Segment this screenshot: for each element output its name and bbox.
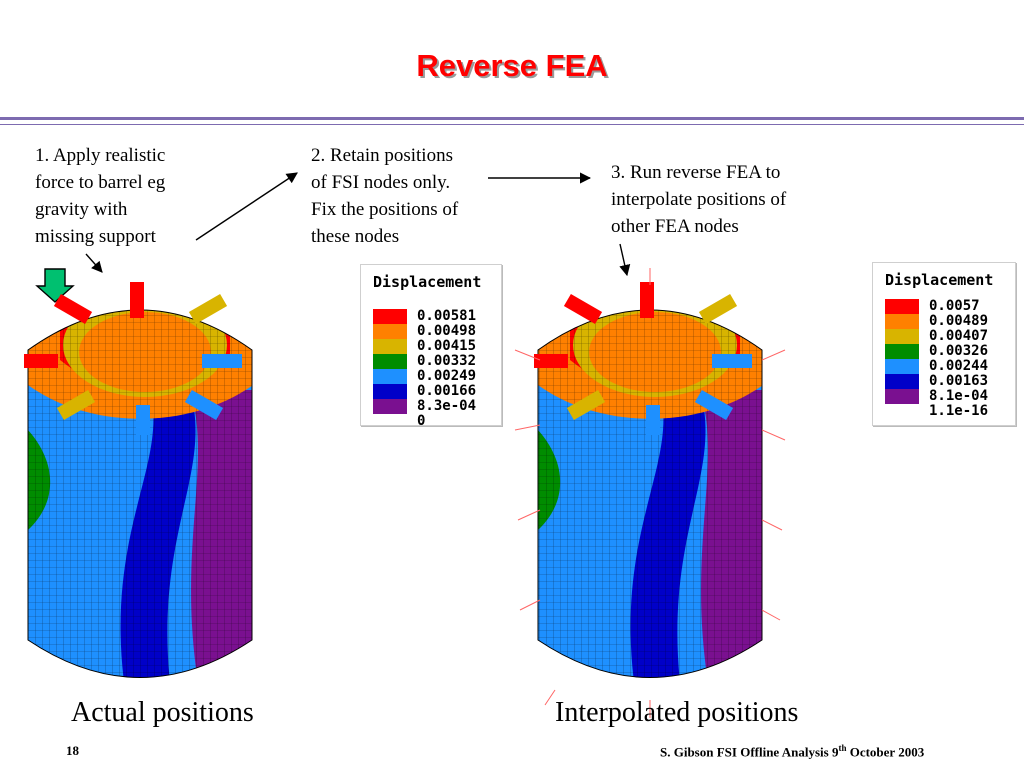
legend-value: 0.00326 (929, 343, 989, 359)
legend-value: 0.00415 (417, 338, 477, 354)
legend-swatch (373, 324, 407, 339)
footer-credit-prefix: S. Gibson FSI Offline Analysis 9 (660, 744, 839, 760)
barrel-interpolated (538, 310, 762, 678)
legend-value: 8.1e-04 (929, 388, 989, 404)
caption-actual-positions: Actual positions (71, 697, 254, 728)
step-1-line: missing support (35, 226, 156, 247)
legend-swatch (373, 369, 407, 384)
step-1-line: gravity with (35, 199, 128, 220)
arrow-step1-to-model (85, 253, 103, 273)
legend-swatch (373, 354, 407, 369)
legend-swatch (885, 299, 919, 314)
legend-value: 0.00332 (417, 353, 477, 369)
step-2-line: these nodes (311, 226, 400, 247)
step-2-text: 2. Retain positions of FSI nodes only. F… (311, 142, 458, 250)
legend-swatch (885, 344, 919, 359)
legend-interpolated: Displacement 0.0057 0.00489 0.00407 0.00… (872, 262, 1016, 426)
slide-title: Reverse FEA (416, 48, 608, 83)
barrel-actual-outline (27, 309, 253, 678)
legend-value: 0.00166 (417, 383, 477, 399)
step-3-line: 3. Run reverse FEA to (611, 162, 781, 183)
step-2-line: 2. Retain positions (311, 145, 453, 166)
arrow-step1-to-step2 (195, 172, 298, 241)
legend-swatch (373, 384, 407, 399)
step-3-line: other FEA nodes (611, 216, 739, 237)
title-divider-thin (0, 124, 1024, 125)
legend-swatch (885, 314, 919, 329)
legend-value: 1.1e-16 (929, 403, 989, 419)
arrow-step3-to-model (619, 243, 631, 277)
legend-value: 0 (417, 413, 426, 429)
step-2-line: of FSI nodes only. (311, 172, 451, 193)
step-3-line: interpolate positions of (611, 189, 787, 210)
legend-value: 0.00163 (929, 373, 989, 389)
barrel-actual (28, 310, 252, 678)
barrel-interpolated-outline (537, 309, 763, 678)
legend-swatch (885, 329, 919, 344)
legend-value: 0.00244 (929, 358, 989, 374)
footer-credit: S. Gibson FSI Offline Analysis 9th Octob… (660, 743, 924, 760)
title-divider-thick (0, 117, 1024, 120)
caption-interpolated-positions: Interpolated positions (555, 697, 799, 728)
legend-value: 0.00489 (929, 313, 989, 329)
legend-title: Displacement (885, 271, 994, 289)
legend-swatch (885, 374, 919, 389)
legend-swatch-empty (885, 404, 919, 419)
legend-swatch (373, 309, 407, 324)
legend-value: 0.00498 (417, 323, 477, 339)
legend-value: 0.00249 (417, 368, 477, 384)
legend-swatch-empty (373, 414, 407, 429)
legend-value: 0.00581 (417, 308, 477, 324)
step-1-text: 1. Apply realistic force to barrel eg gr… (35, 142, 165, 250)
footer-credit-suffix: October 2003 (846, 744, 925, 760)
page-number: 18 (66, 743, 79, 758)
step-1-line: force to barrel eg (35, 172, 166, 193)
legend-swatch (885, 359, 919, 374)
legend-swatch (885, 389, 919, 404)
step-2-line: Fix the positions of (311, 199, 459, 220)
step-1-line: 1. Apply realistic (35, 145, 166, 166)
force-arrow-icon (35, 268, 75, 303)
legend-actual: Displacement 0.00581 0.00498 0.00415 0.0… (360, 264, 502, 429)
legend-value: 8.3e-04 (417, 398, 477, 414)
legend-value: 0.0057 (929, 298, 980, 314)
legend-value: 0.00407 (929, 328, 989, 344)
legend-title: Displacement (373, 273, 482, 291)
legend-swatch (373, 399, 407, 414)
step-3-text: 3. Run reverse FEA to interpolate positi… (611, 159, 786, 240)
footer-credit-sup: th (838, 743, 847, 753)
legend-swatch (373, 339, 407, 354)
fixed-node-markers (514, 268, 786, 718)
